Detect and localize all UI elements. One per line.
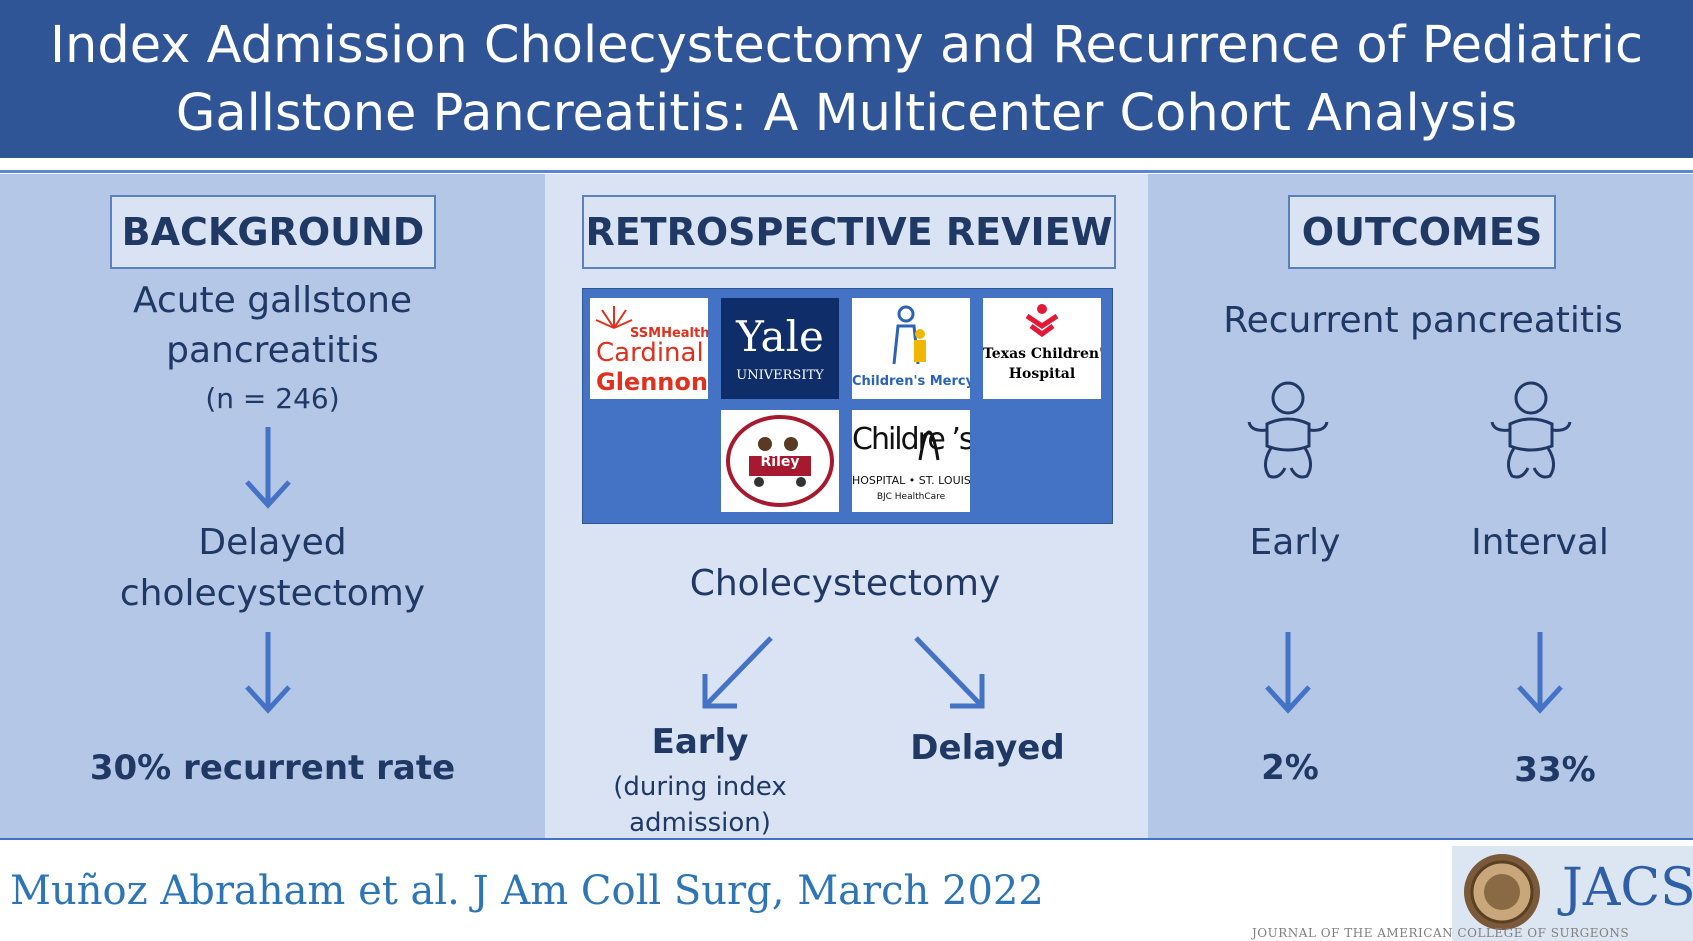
background-panel (0, 174, 545, 838)
logo-texas-childrens: Texas Children's Hospital (983, 298, 1101, 399)
cm-text: Children's Mercy (852, 374, 970, 389)
tch-line-1: Texas Children's (983, 346, 1101, 362)
title-line-2: Gallstone Pancreatitis: A Multicenter Co… (175, 84, 1518, 143)
background-result: 30% recurrent rate (89, 748, 456, 788)
procedure-label: Cholecystectomy (689, 563, 1001, 604)
outcome-interval-label: Interval (1471, 522, 1609, 563)
early-note-line-1: (during index (613, 772, 787, 802)
title-line-1: Index Admission Cholecystectomy and Recu… (50, 16, 1643, 75)
chsl-bottom-text: BJC HealthCare (876, 492, 946, 502)
logo-yale-university: Yale UNIVERSITY (721, 298, 839, 399)
baby-icon (1490, 381, 1572, 479)
outcome-early-value: 2% (1261, 748, 1319, 788)
arrow-down-left-icon (702, 636, 773, 709)
sample-size: (n = 246) (205, 382, 340, 415)
header-divider-line (0, 170, 1693, 173)
arrow-down-icon (1265, 632, 1311, 714)
outcomes-subtitle: Recurrent pancreatitis (1223, 300, 1623, 341)
ssm-bottom-text: Glennon (596, 368, 708, 396)
outcome-interval-value: 33% (1514, 750, 1596, 790)
early-label: Early (651, 722, 749, 762)
arrow-down-icon (245, 427, 291, 509)
logo-st-louis-childrens: Childre ’s HOSPITAL • ST. LOUIS BJC Heal… (852, 410, 970, 512)
condition-line-2: pancreatitis (166, 330, 379, 371)
outcome-early-label: Early (1249, 522, 1341, 563)
logo-riley: Riley (721, 410, 839, 512)
logo-childrens-mercy: Children's Mercy (852, 298, 970, 399)
riley-wagon-icon (726, 415, 834, 507)
arrow-down-right-icon (914, 636, 985, 709)
college-seal-icon (1464, 854, 1540, 930)
tch-line-2: Hospital (1008, 366, 1076, 382)
ssm-top-text: SSMHealth (630, 326, 708, 341)
baby-icon (1247, 381, 1329, 479)
arrow-down-icon (1517, 632, 1563, 714)
sunburst-icon (595, 306, 633, 329)
condition-line-1: Acute gallstone (132, 280, 413, 321)
outcomes-heading: OUTCOMES (1288, 195, 1556, 269)
delayed-line-2: cholecystectomy (119, 573, 426, 614)
citation: Muñoz Abraham et al. J Am Coll Surg, Mar… (10, 868, 1044, 914)
yale-bottom-text: UNIVERSITY (736, 368, 824, 383)
footer-divider (0, 838, 1693, 840)
chsl-top-text: Childre ’s (852, 422, 970, 457)
outcomes-panel (1148, 174, 1693, 838)
delayed-line-1: Delayed (198, 522, 347, 563)
review-heading: RETROSPECTIVE REVIEW (582, 195, 1116, 269)
title-banner: Index Admission Cholecystectomy and Recu… (0, 0, 1693, 158)
jacs-abbrev: JACS (1562, 858, 1693, 918)
ssm-mid-text: Cardinal (596, 338, 704, 368)
journal-full-name: JOURNAL OF THE AMERICAN COLLEGE OF SURGE… (1252, 926, 1630, 940)
arch-icon (918, 430, 940, 461)
yale-top-text: Yale (736, 312, 824, 361)
logo-ssm-cardinal-glennon: SSMHealth Cardinal Glennon (590, 298, 708, 399)
arrow-down-icon (245, 632, 291, 714)
header-gap (0, 158, 1693, 172)
delayed-label: Delayed (910, 728, 1065, 768)
heart-stack-icon (1025, 304, 1059, 338)
riley-text: Riley (760, 454, 800, 470)
chsl-mid-text: HOSPITAL • ST. LOUIS (852, 474, 970, 487)
jacs-logo: JACS (1452, 846, 1693, 941)
background-heading: BACKGROUND (110, 195, 436, 269)
early-note-line-2: admission) (629, 808, 771, 838)
children-figures-icon (892, 305, 926, 365)
